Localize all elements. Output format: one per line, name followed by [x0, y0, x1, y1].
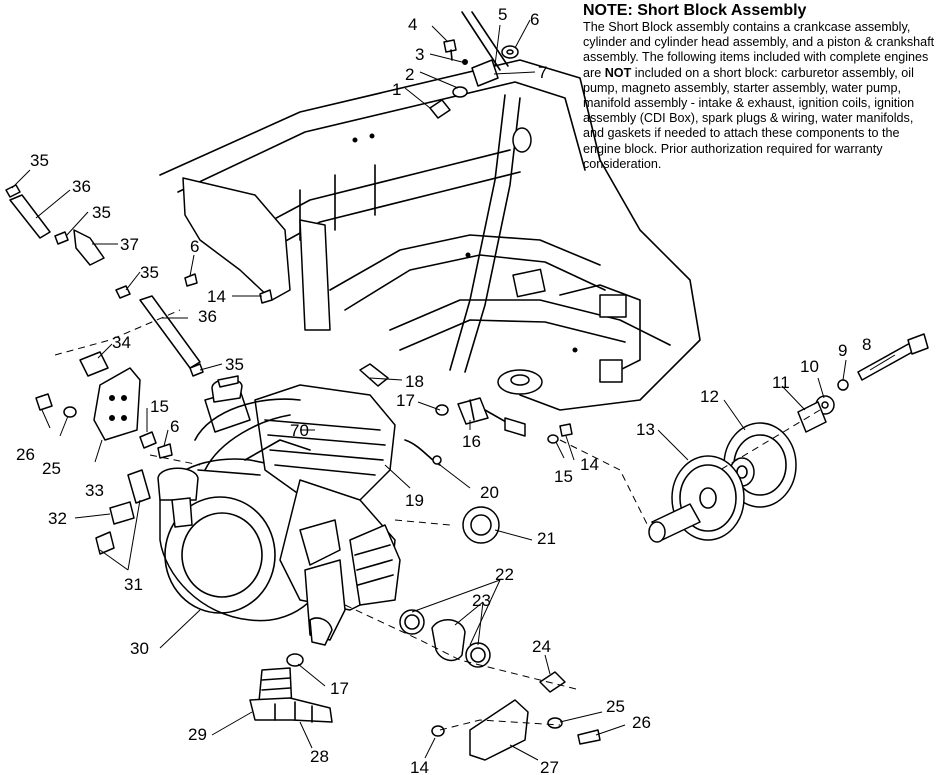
- callout-9: 9: [838, 341, 847, 360]
- callout-5: 5: [498, 5, 507, 24]
- dashed-assembly-lines: [54, 309, 821, 731]
- note-title: NOTE: Short Block Assembly: [583, 2, 807, 19]
- left-parts-31-32: [95, 469, 151, 555]
- center-parts: [359, 363, 573, 544]
- callout-6: 6: [190, 237, 199, 256]
- callout-23: 23: [472, 591, 491, 610]
- callout-4: 4: [408, 15, 417, 34]
- callout-36: 36: [72, 177, 91, 196]
- callout-22: 22: [495, 565, 514, 584]
- callout-1: 1: [392, 80, 401, 99]
- callout-35: 35: [30, 151, 49, 170]
- pulley-assembly: [648, 333, 929, 543]
- callout-12: 12: [700, 387, 719, 406]
- callout-34: 34: [112, 333, 131, 352]
- callout-8: 8: [862, 335, 871, 354]
- callout-33: 33: [85, 481, 104, 500]
- callout-14: 14: [207, 287, 226, 306]
- callout-20: 20: [480, 483, 499, 502]
- callout-14: 14: [410, 758, 429, 775]
- callout-32: 32: [48, 509, 67, 528]
- callout-26: 26: [16, 445, 35, 464]
- left-bolts: [35, 393, 173, 459]
- note-body: The Short Block assembly contains a cran…: [583, 20, 935, 172]
- side-bracket-plate: [182, 177, 331, 331]
- callout-16: 16: [462, 432, 481, 451]
- callout-28: 28: [310, 747, 329, 766]
- callout-37: 37: [120, 235, 139, 254]
- callout-19: 19: [405, 491, 424, 510]
- lower-parts: [249, 609, 601, 761]
- callout-11: 11: [772, 373, 790, 392]
- callout-6: 6: [530, 10, 539, 29]
- callout-35: 35: [92, 203, 111, 222]
- callout-18: 18: [405, 372, 424, 391]
- upper-hardware: [429, 11, 519, 119]
- callout-30: 30: [130, 639, 149, 658]
- callout-25: 25: [606, 697, 625, 716]
- callout-36: 36: [198, 307, 217, 326]
- callout-labels: 1 2 3 4 5 6 7 35 36 35 37 35 36 35 6 14 …: [16, 5, 871, 775]
- note-body-emphasis: NOT: [604, 65, 632, 80]
- callout-24: 24: [532, 637, 551, 656]
- callout-26: 26: [632, 713, 651, 732]
- note-body-part-1: The Short Block assembly contains a cran…: [583, 20, 935, 80]
- callout-13: 13: [636, 420, 655, 439]
- callout-17: 17: [396, 391, 415, 410]
- note-body-part-2: included on a short block: carburetor as…: [583, 65, 915, 171]
- leader-lines: [11, 19, 896, 761]
- callout-31: 31: [124, 575, 143, 594]
- callout-7: 7: [538, 63, 547, 82]
- callout-27: 27: [540, 758, 559, 775]
- callout-15: 15: [150, 397, 169, 416]
- callout-17: 17: [330, 679, 349, 698]
- vehicle-frame: [159, 59, 701, 411]
- callout-21: 21: [537, 529, 556, 548]
- callout-25: 25: [42, 459, 61, 478]
- short-block-note: NOTE: Short Block Assembly The Short Blo…: [583, 1, 935, 172]
- callout-35: 35: [140, 263, 159, 282]
- callout-14: 14: [580, 455, 599, 474]
- callout-35: 35: [225, 355, 244, 374]
- callout-2: 2: [405, 65, 414, 84]
- engine-assembly: [157, 375, 401, 646]
- callout-3: 3: [415, 45, 424, 64]
- callout-70: 70: [290, 421, 309, 440]
- callout-10: 10: [800, 357, 819, 376]
- callout-15: 15: [554, 467, 573, 486]
- callout-6: 6: [170, 417, 179, 436]
- mounting-plate-33: [93, 367, 141, 441]
- callout-29: 29: [188, 725, 207, 744]
